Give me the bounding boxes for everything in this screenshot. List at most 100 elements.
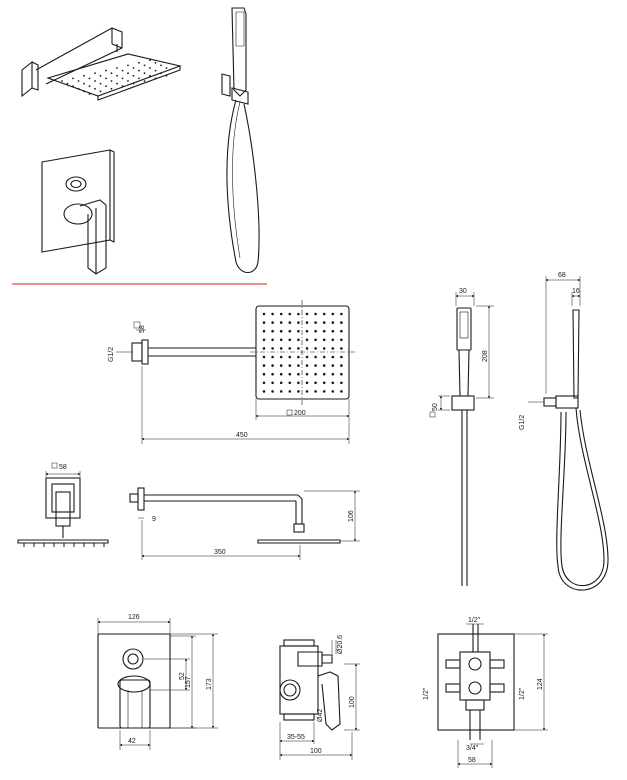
dim-hand-width: 30	[459, 288, 467, 295]
nozzle-dot	[121, 77, 124, 80]
dim-hose-depth: 68	[558, 272, 566, 279]
nozzle-dot	[143, 64, 146, 67]
nozzle-dot	[271, 347, 274, 350]
dim-hose-offset: 16	[572, 288, 580, 295]
nozzle-dot	[314, 381, 317, 385]
nozzle-dot	[110, 87, 113, 90]
nozzle-dot	[154, 61, 157, 64]
nozzle-dot	[138, 77, 140, 80]
nozzle-dot	[72, 85, 74, 88]
nozzle-dot	[297, 329, 300, 333]
nozzle-dot	[262, 390, 266, 393]
arm-side-view: 9 350 106	[129, 487, 360, 560]
nozzle-dot	[262, 329, 266, 333]
nozzle-dot	[288, 312, 292, 316]
dim-plate-spacing: 157	[185, 676, 192, 688]
mixer-3d	[41, 149, 115, 275]
front-nozzles	[262, 312, 343, 393]
nozzle-dot	[288, 364, 292, 367]
nozzle-dot	[271, 321, 274, 324]
dim-arm-offset: 9	[152, 516, 156, 523]
nozzle-dot	[61, 80, 63, 82]
dim-holder-square: 50	[432, 403, 439, 411]
nozzle-dot	[94, 72, 96, 75]
nozzle-dot	[271, 329, 274, 333]
nozzle-dot	[105, 77, 107, 80]
hand-shower-front: 30 208 50	[429, 288, 494, 586]
shower-head-3d	[21, 27, 182, 101]
dim-body-depth: 100	[310, 748, 322, 755]
nozzle-dot	[288, 329, 292, 333]
mixer-body-view: Ø20.6 Ø42 100 35-55 100	[279, 635, 360, 760]
nozzle-dot	[305, 338, 309, 342]
nozzle-dot	[340, 355, 343, 359]
nozzle-dot	[279, 338, 283, 342]
nozzle-dot	[160, 64, 162, 67]
nozzle-dot	[297, 312, 300, 316]
nozzle-dot	[127, 72, 129, 75]
nozzle-dot	[132, 67, 135, 69]
nozzle-dot	[132, 74, 135, 77]
nozzle-dot	[110, 72, 113, 75]
nozzle-dot	[262, 355, 266, 359]
nozzle-dot	[340, 329, 343, 333]
nozzle-dot	[288, 381, 292, 385]
nozzle-dot	[340, 347, 343, 350]
nozzle-dot	[314, 329, 317, 333]
nozzle-dot	[288, 321, 292, 324]
nozzle-dot	[322, 390, 326, 393]
nozzle-dot	[72, 77, 74, 80]
nozzle-dot	[297, 372, 300, 376]
nozzle-dot	[297, 338, 300, 342]
nozzle-dot	[154, 77, 157, 80]
nozzle-dot	[288, 347, 292, 350]
nozzle-dot	[331, 364, 335, 367]
nozzle-dot	[288, 390, 292, 393]
nozzle-dot	[271, 312, 274, 316]
nozzle-dot	[83, 82, 85, 85]
nozzle-dot	[262, 372, 266, 376]
head-nozzles	[61, 59, 168, 95]
nozzle-dot	[262, 347, 266, 350]
nozzle-dot	[314, 372, 317, 376]
nozzle-dot	[83, 90, 85, 93]
dim-arm-projection: 350	[214, 549, 226, 556]
nozzle-dot	[88, 85, 91, 88]
nozzle-dot	[305, 312, 309, 316]
nozzle-dot	[331, 321, 335, 324]
nozzle-dot	[279, 364, 283, 367]
nozzle-dot	[127, 64, 129, 67]
nozzle-dot	[121, 69, 124, 72]
nozzle-dot	[99, 82, 102, 85]
nozzle-dot	[83, 74, 85, 77]
nozzle-dot	[331, 329, 335, 333]
nozzle-dot	[121, 85, 124, 88]
dim-right-connect: 1/2"	[519, 687, 526, 700]
dim-bottom-connect: 3/4"	[466, 745, 479, 752]
nozzle-dot	[331, 381, 335, 385]
nozzle-dot	[99, 90, 102, 93]
nozzle-dot	[77, 87, 80, 90]
nozzle-dot	[66, 82, 69, 85]
nozzle-dot	[279, 312, 283, 316]
nozzle-dot	[297, 364, 300, 367]
nozzle-dot	[288, 372, 292, 376]
nozzle-dot	[165, 74, 168, 77]
dim-rear-height: 124	[537, 678, 544, 690]
nozzle-dot	[262, 312, 266, 316]
nozzle-dot	[297, 321, 300, 324]
dim-hand-height: 208	[482, 350, 489, 362]
nozzle-dot	[305, 329, 309, 333]
nozzle-dot	[279, 372, 283, 376]
nozzle-dot	[331, 372, 335, 376]
nozzle-dot	[165, 67, 168, 69]
head-side-view: 58	[17, 462, 109, 547]
dim-arm-square: 58	[139, 325, 146, 333]
dim-body-height: 100	[349, 696, 356, 708]
nozzle-dot	[160, 72, 162, 75]
nozzle-dot	[279, 329, 283, 333]
nozzle-dot	[149, 59, 151, 62]
nozzle-dot	[88, 77, 91, 80]
nozzle-dot	[297, 355, 300, 359]
nozzle-dot	[322, 312, 326, 316]
